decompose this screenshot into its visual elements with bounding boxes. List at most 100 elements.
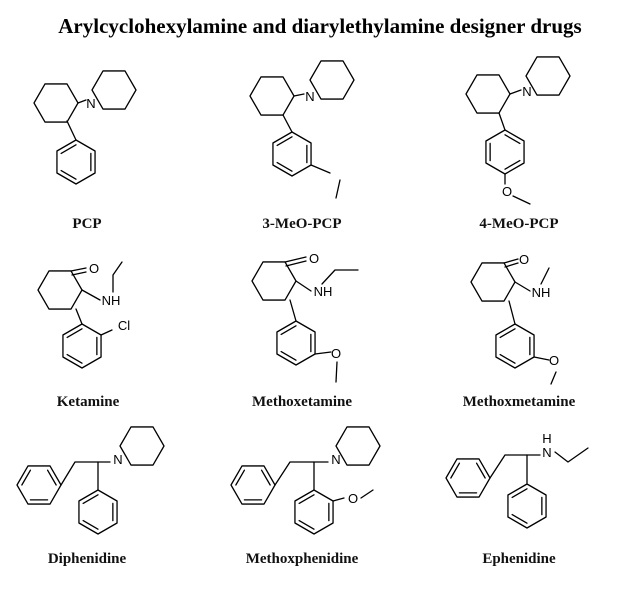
oxygen-label: O	[309, 251, 319, 266]
double-bond	[46, 469, 57, 486]
double-bond	[66, 353, 83, 364]
hydrogen-label: H	[542, 431, 551, 446]
double-bond	[66, 328, 83, 339]
structure-ketamine	[37, 261, 123, 369]
double-bond	[82, 519, 99, 530]
ring	[335, 426, 381, 466]
oxygen-label: O	[331, 346, 341, 361]
page-title: Arylcyclohexylamine and diarylethylamine…	[58, 14, 582, 38]
chloro-bond	[100, 329, 113, 336]
ethyl-chain	[274, 461, 329, 486]
ring	[119, 426, 165, 466]
methoxy-methyl	[512, 195, 531, 205]
double-bond	[475, 462, 486, 479]
structure-diphenidine	[16, 426, 165, 535]
ring	[495, 323, 535, 369]
ring	[251, 261, 297, 301]
structure-methoxphenidine	[230, 426, 381, 535]
compound-name: Ephenidine	[482, 551, 556, 567]
bond	[293, 93, 305, 97]
bond	[66, 120, 77, 141]
ring	[485, 129, 525, 175]
ring	[16, 465, 62, 505]
nitrogen-label: N	[522, 84, 531, 99]
amine-label: NH	[102, 293, 121, 308]
compound-name: PCP	[72, 216, 102, 232]
carbonyl	[285, 260, 307, 267]
ring	[91, 70, 137, 110]
compound-name: Methoxetamine	[252, 394, 352, 410]
methoxy-methyl	[360, 489, 374, 499]
double-bond	[298, 519, 315, 530]
bond	[81, 289, 101, 301]
compound-name: 3-MeO-PCP	[262, 216, 342, 232]
bond	[514, 281, 531, 292]
carbonyl	[504, 262, 519, 268]
ring	[309, 60, 355, 100]
ring	[465, 74, 511, 114]
chlorine-label: Cl	[118, 318, 130, 333]
double-bond	[280, 325, 297, 336]
nitrogen-label: N	[86, 96, 95, 111]
bond	[508, 300, 516, 325]
nitrogen-label: N	[305, 89, 314, 104]
bond	[295, 280, 312, 292]
structure-3-meo-pcp	[249, 60, 355, 199]
structure-ephenidine	[445, 447, 589, 529]
ring	[470, 262, 516, 302]
oxygen-label: O	[519, 252, 529, 267]
double-bond	[21, 469, 32, 486]
ring	[62, 323, 102, 369]
carbonyl	[71, 271, 87, 276]
ethyl-chain	[489, 454, 541, 479]
bond	[282, 114, 293, 133]
ethyl-chain	[60, 461, 111, 486]
double-bond	[298, 494, 315, 505]
compound-name: Methoxmetamine	[462, 394, 576, 410]
oxygen-label: O	[502, 184, 512, 199]
carbonyl	[70, 267, 87, 272]
ring	[249, 76, 295, 116]
n-ethyl	[321, 269, 359, 285]
compound-name: Methoxphenidine	[245, 551, 359, 567]
compound-name: Diphenidine	[47, 551, 127, 567]
methoxy-bond	[332, 497, 345, 502]
double-bond	[504, 159, 521, 170]
ring	[272, 131, 312, 177]
bond	[77, 99, 87, 104]
double-bond	[511, 513, 528, 524]
ring	[276, 320, 316, 366]
compound-name: 4-MeO-PCP	[479, 216, 559, 232]
oxygen-label: O	[348, 491, 358, 506]
ring	[33, 83, 79, 123]
amine-label: NH	[314, 284, 333, 299]
double-bond	[450, 462, 461, 479]
ring	[78, 489, 118, 535]
ring	[37, 270, 83, 310]
double-bond	[511, 488, 528, 499]
double-bond	[276, 136, 293, 147]
double-bond	[260, 469, 271, 486]
methoxy-methyl	[550, 371, 557, 385]
nitrogen-label: N	[113, 452, 122, 467]
ring	[56, 139, 96, 185]
double-bond	[60, 169, 77, 180]
methoxy-methyl	[335, 179, 341, 199]
bond	[498, 112, 506, 131]
bond	[509, 89, 522, 95]
methoxy-bond	[533, 356, 550, 361]
n-methyl	[112, 261, 123, 293]
double-bond	[499, 353, 516, 364]
double-bond	[82, 494, 99, 505]
methoxy-bond	[314, 351, 332, 355]
ring	[507, 483, 547, 529]
structure-methoxmetamine	[470, 258, 557, 385]
methoxy-methyl	[335, 361, 338, 383]
ring	[294, 489, 334, 535]
double-bond	[60, 144, 77, 155]
methoxy-bond	[310, 164, 331, 174]
double-bond	[235, 469, 246, 486]
bond	[75, 308, 83, 325]
oxygen-label: O	[89, 261, 99, 276]
